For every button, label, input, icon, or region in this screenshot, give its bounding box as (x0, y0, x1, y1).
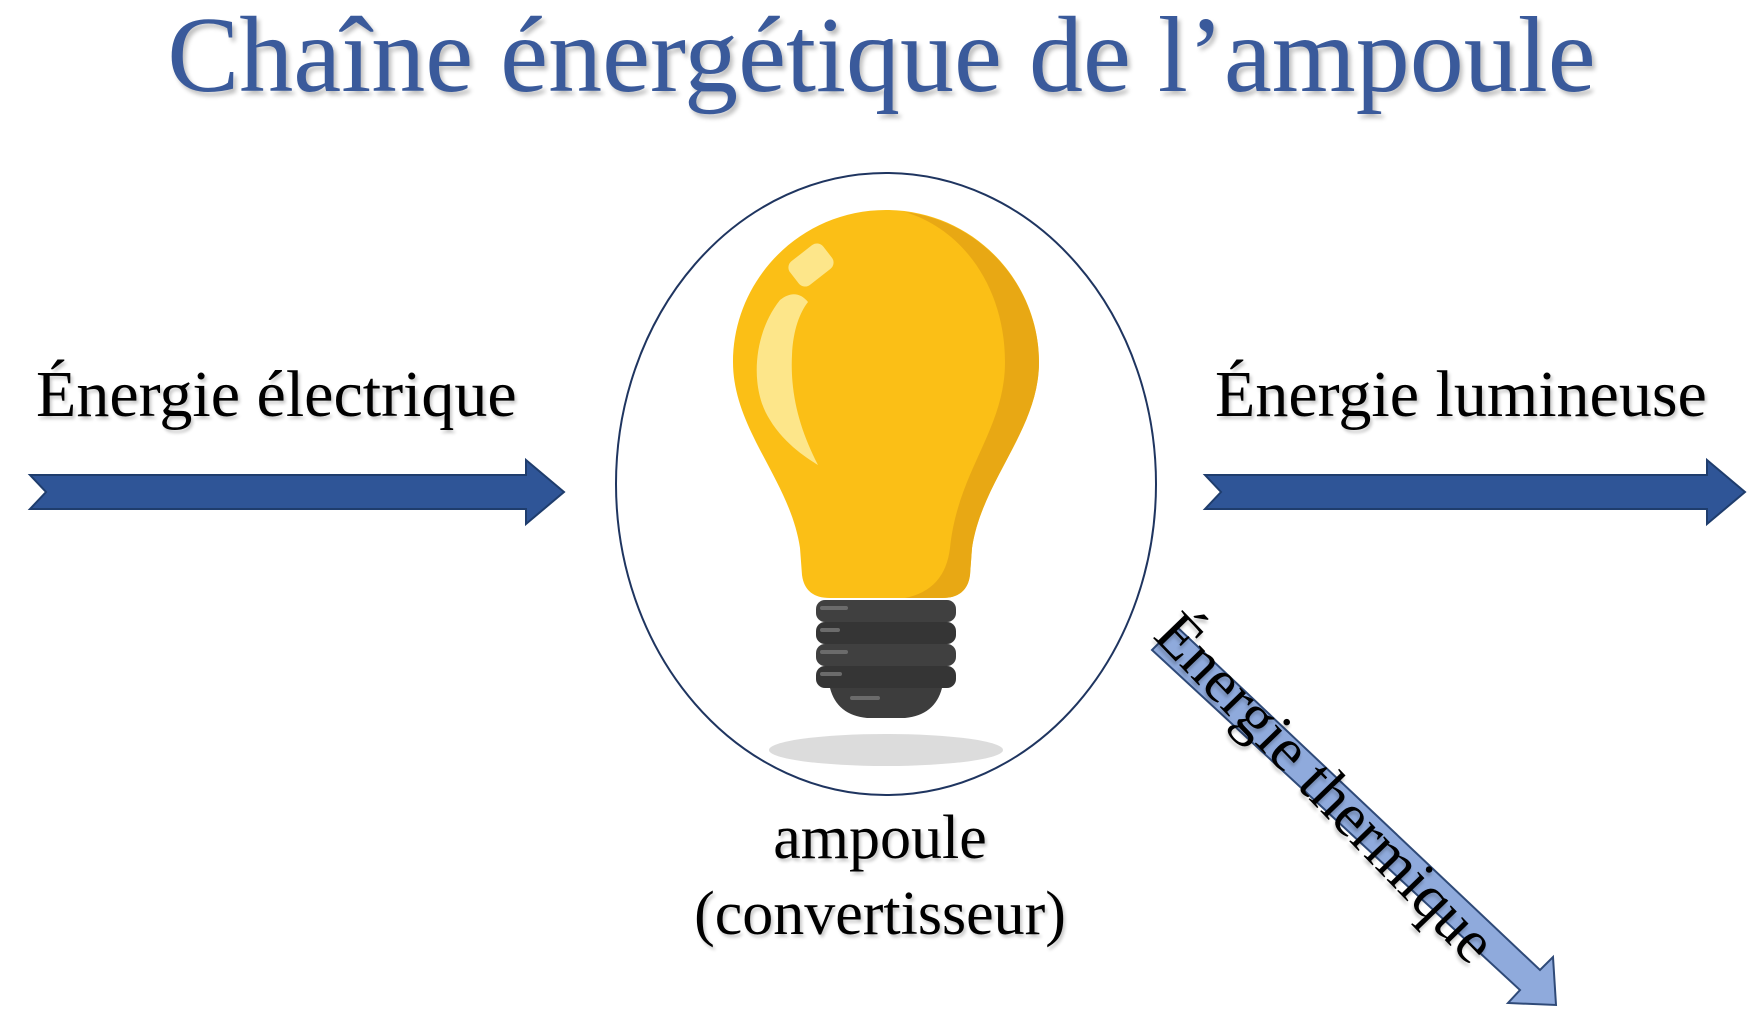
output-energy-label: Énergie lumineuse (1215, 358, 1707, 431)
converter-label: ampoule (convertisseur) (640, 800, 1120, 952)
input-energy-label: Énergie électrique (36, 358, 517, 431)
converter-name: ampoule (773, 804, 987, 872)
bulb-glass-shade (905, 212, 1039, 598)
light-bulb-icon (733, 210, 1039, 766)
bulb-shadow (769, 734, 1003, 766)
bulb-highlight (756, 294, 818, 465)
bulb-highlight-dot (788, 243, 834, 287)
input-arrow (27, 457, 566, 527)
thermal-loss-arrow (1150, 624, 1558, 1007)
converter-role: (convertisseur) (694, 880, 1066, 948)
output-arrow (1202, 457, 1747, 527)
diagram-title: Chaîne énergétique de l’ampoule (167, 0, 1596, 115)
